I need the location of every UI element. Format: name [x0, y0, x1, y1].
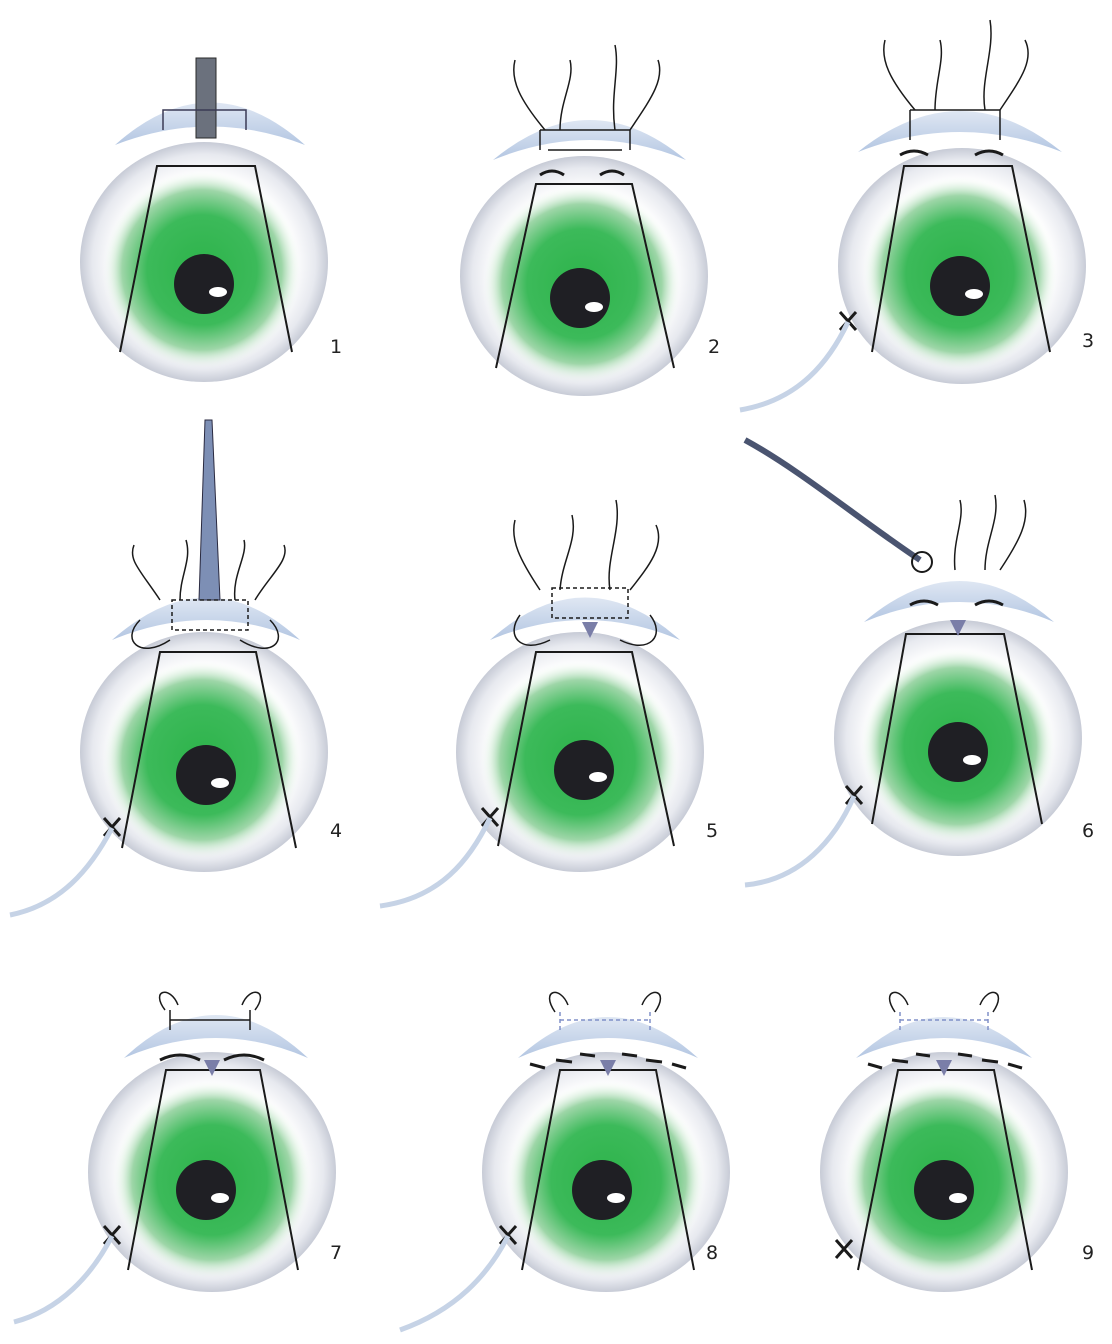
panel-number: 8 [706, 1242, 718, 1264]
pupil [572, 1160, 632, 1220]
panel-7 [14, 992, 336, 1322]
infusion-cannula [740, 322, 848, 410]
suture-knot-icon [912, 552, 932, 572]
pupil [550, 268, 610, 328]
panel-4 [10, 420, 328, 915]
panel-number: 2 [708, 336, 720, 358]
pupil-highlight [949, 1193, 967, 1203]
conjunctival-flap [493, 120, 686, 160]
pupil [174, 254, 234, 314]
panel-6 [745, 440, 1082, 885]
pupil [914, 1160, 974, 1220]
panel-1 [80, 58, 328, 382]
conjunctival-flap [518, 1017, 698, 1058]
panel-number: 7 [330, 1242, 342, 1264]
pupil-highlight [211, 778, 229, 788]
conjunctival-flap [858, 111, 1062, 152]
conjunctival-flap [864, 581, 1054, 622]
suture-loops [550, 992, 661, 1012]
suture-loops [890, 992, 999, 1012]
infusion-cannula [380, 818, 490, 906]
panel-2 [460, 45, 708, 396]
panel-8 [400, 992, 730, 1330]
panel-number: 4 [330, 820, 342, 842]
pupil-highlight [607, 1193, 625, 1203]
infusion-cannula [745, 796, 854, 885]
panel-number: 9 [1082, 1242, 1094, 1264]
suture-loops [160, 992, 261, 1010]
pupil-highlight [585, 302, 603, 312]
conjunctival-flap [124, 1015, 308, 1058]
pupil [930, 256, 990, 316]
infusion-cannula [10, 828, 112, 915]
pupil-highlight [589, 772, 607, 782]
infusion-cannula [14, 1236, 112, 1322]
panel-number: 1 [330, 336, 342, 358]
pupil [928, 722, 988, 782]
suture-threads [884, 20, 1028, 110]
trephine-icon [196, 58, 216, 138]
pupil [176, 1160, 236, 1220]
suture-threads [955, 495, 1026, 570]
panel-9 [820, 992, 1068, 1292]
pupil [554, 740, 614, 800]
panel-number: 5 [706, 820, 718, 842]
pupil-highlight [965, 289, 983, 299]
forceps-icon [745, 440, 920, 560]
conjunctival-flap [856, 1017, 1032, 1058]
panel-number: 6 [1082, 820, 1094, 842]
pupil [176, 745, 236, 805]
panel-5 [380, 500, 704, 906]
pupil-highlight [963, 755, 981, 765]
pupil-highlight [211, 1193, 229, 1203]
infusion-cannula [400, 1236, 508, 1330]
pupil-highlight [209, 287, 227, 297]
blade-icon [199, 420, 220, 600]
panel-3 [740, 20, 1086, 410]
suture-threads [514, 500, 659, 590]
suture-threads [514, 45, 660, 130]
panel-number: 3 [1082, 330, 1094, 352]
